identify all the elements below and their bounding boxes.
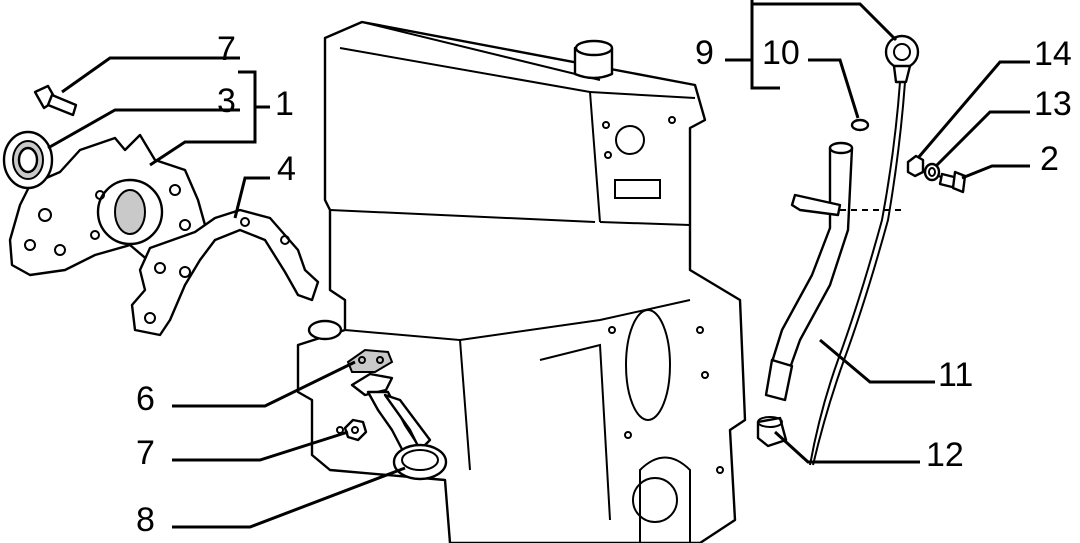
bolt-5 [33, 84, 78, 117]
leader-lines [47, 0, 1030, 529]
oil-strainer [350, 372, 448, 481]
callout-1: 1 [275, 85, 294, 123]
callout-6: 6 [136, 380, 155, 418]
bolt-2 [937, 170, 967, 194]
suction-gasket [346, 348, 394, 373]
engine-block [296, 20, 747, 543]
washer-10 [850, 118, 870, 132]
callout-2: 2 [1040, 140, 1059, 178]
washer-13 [923, 162, 941, 182]
callout-10: 10 [762, 34, 800, 72]
callout-11: 11 [938, 356, 973, 394]
dipstick-tube [764, 141, 854, 402]
callout-9: 9 [695, 34, 714, 72]
callout-13: 13 [1034, 85, 1072, 123]
oil-seal [2, 130, 54, 190]
nut-7 [343, 418, 368, 442]
grommet [756, 416, 788, 448]
callout-4: 4 [277, 150, 296, 188]
nut-14 [906, 154, 925, 178]
callout-3: 3 [217, 82, 236, 120]
callout-5: 7 [217, 30, 236, 68]
dipstick [809, 34, 920, 466]
callout-labels: 7 3 1 4 6 7 8 9 10 11 12 13 14 2 [136, 30, 1072, 539]
callout-8: 8 [136, 501, 155, 539]
callout-14: 14 [1034, 35, 1072, 73]
gasket [130, 208, 320, 337]
callout-7: 7 [136, 434, 155, 472]
oil-pump-housing [8, 133, 207, 277]
callout-12: 12 [926, 436, 964, 474]
